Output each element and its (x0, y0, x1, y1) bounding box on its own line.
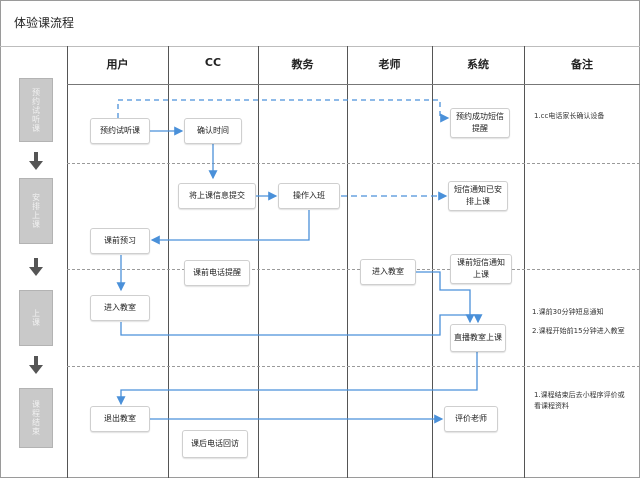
box-confirm-time: 确认时间 (184, 118, 242, 144)
title-divider (0, 46, 640, 47)
note-after-class: 1.课程结束后去小程序评价或看课程资料 (534, 391, 625, 410)
box-submit-info: 将上课信息提交 (178, 183, 256, 209)
phase-divider (67, 269, 640, 270)
column-header-teacher: 老师 (378, 58, 401, 71)
box-preview: 课前预习 (90, 228, 150, 254)
note-class-enter: 2.课程开始前15分钟进入教室 (532, 327, 625, 335)
note-booking: 1.cc电话家长确认设备 (534, 112, 605, 120)
column-header-cc: CC (204, 56, 222, 69)
phase-scheduling: 安排上课 (19, 178, 53, 244)
phase-divider (67, 366, 640, 367)
phase-label: 安排上课 (31, 193, 41, 229)
header-divider (67, 84, 640, 85)
box-teacher-enter: 进入教室 (360, 259, 416, 285)
arrow-down-icon (29, 152, 43, 170)
phase-booking: 预约试听课 (19, 78, 53, 142)
box-sms-scheduled: 短信通知已安排上课 (448, 181, 508, 211)
phase-divider (67, 163, 640, 164)
phase-label: 课程结束 (31, 400, 41, 436)
lane-divider (67, 46, 68, 478)
note-class-sms: 1.课前30分钟短息通知 (532, 308, 604, 316)
lane-divider (524, 46, 525, 478)
column-header-system: 系统 (467, 58, 489, 71)
box-rate-teacher: 评价老师 (444, 406, 498, 432)
box-booking-sms: 预约成功短信提醒 (450, 108, 510, 138)
box-assign-class: 操作入班 (278, 183, 340, 209)
box-book-trial: 预约试听课 (90, 118, 150, 144)
lane-divider (347, 46, 348, 478)
phase-after-class: 课程结束 (19, 388, 53, 448)
phase-label: 预约试听课 (31, 87, 41, 133)
box-post-class-call: 课后电话回访 (182, 430, 248, 458)
column-header-user: 用户 (106, 58, 129, 71)
box-sms-class-notice: 课前短信通知上课 (450, 254, 512, 284)
page-title: 体验课流程 (14, 16, 75, 30)
lane-divider (258, 46, 259, 478)
lane-divider (168, 46, 169, 478)
box-enter-room: 进入教室 (90, 295, 150, 321)
arrow-down-icon (29, 356, 43, 374)
swimlane-grid: 用户 CC 教务 老师 系统 备注 (67, 46, 640, 478)
box-pre-class-call: 课前电话提醒 (184, 260, 250, 286)
arrow-down-icon (29, 258, 43, 276)
box-live-class: 直播教室上课 (450, 324, 506, 352)
lane-divider (432, 46, 433, 478)
phase-class: 上课 (19, 290, 53, 346)
column-header-notes: 备注 (571, 58, 593, 71)
box-exit-room: 退出教室 (90, 406, 150, 432)
column-header-academic: 教务 (291, 58, 314, 71)
phase-label: 上课 (31, 309, 41, 327)
